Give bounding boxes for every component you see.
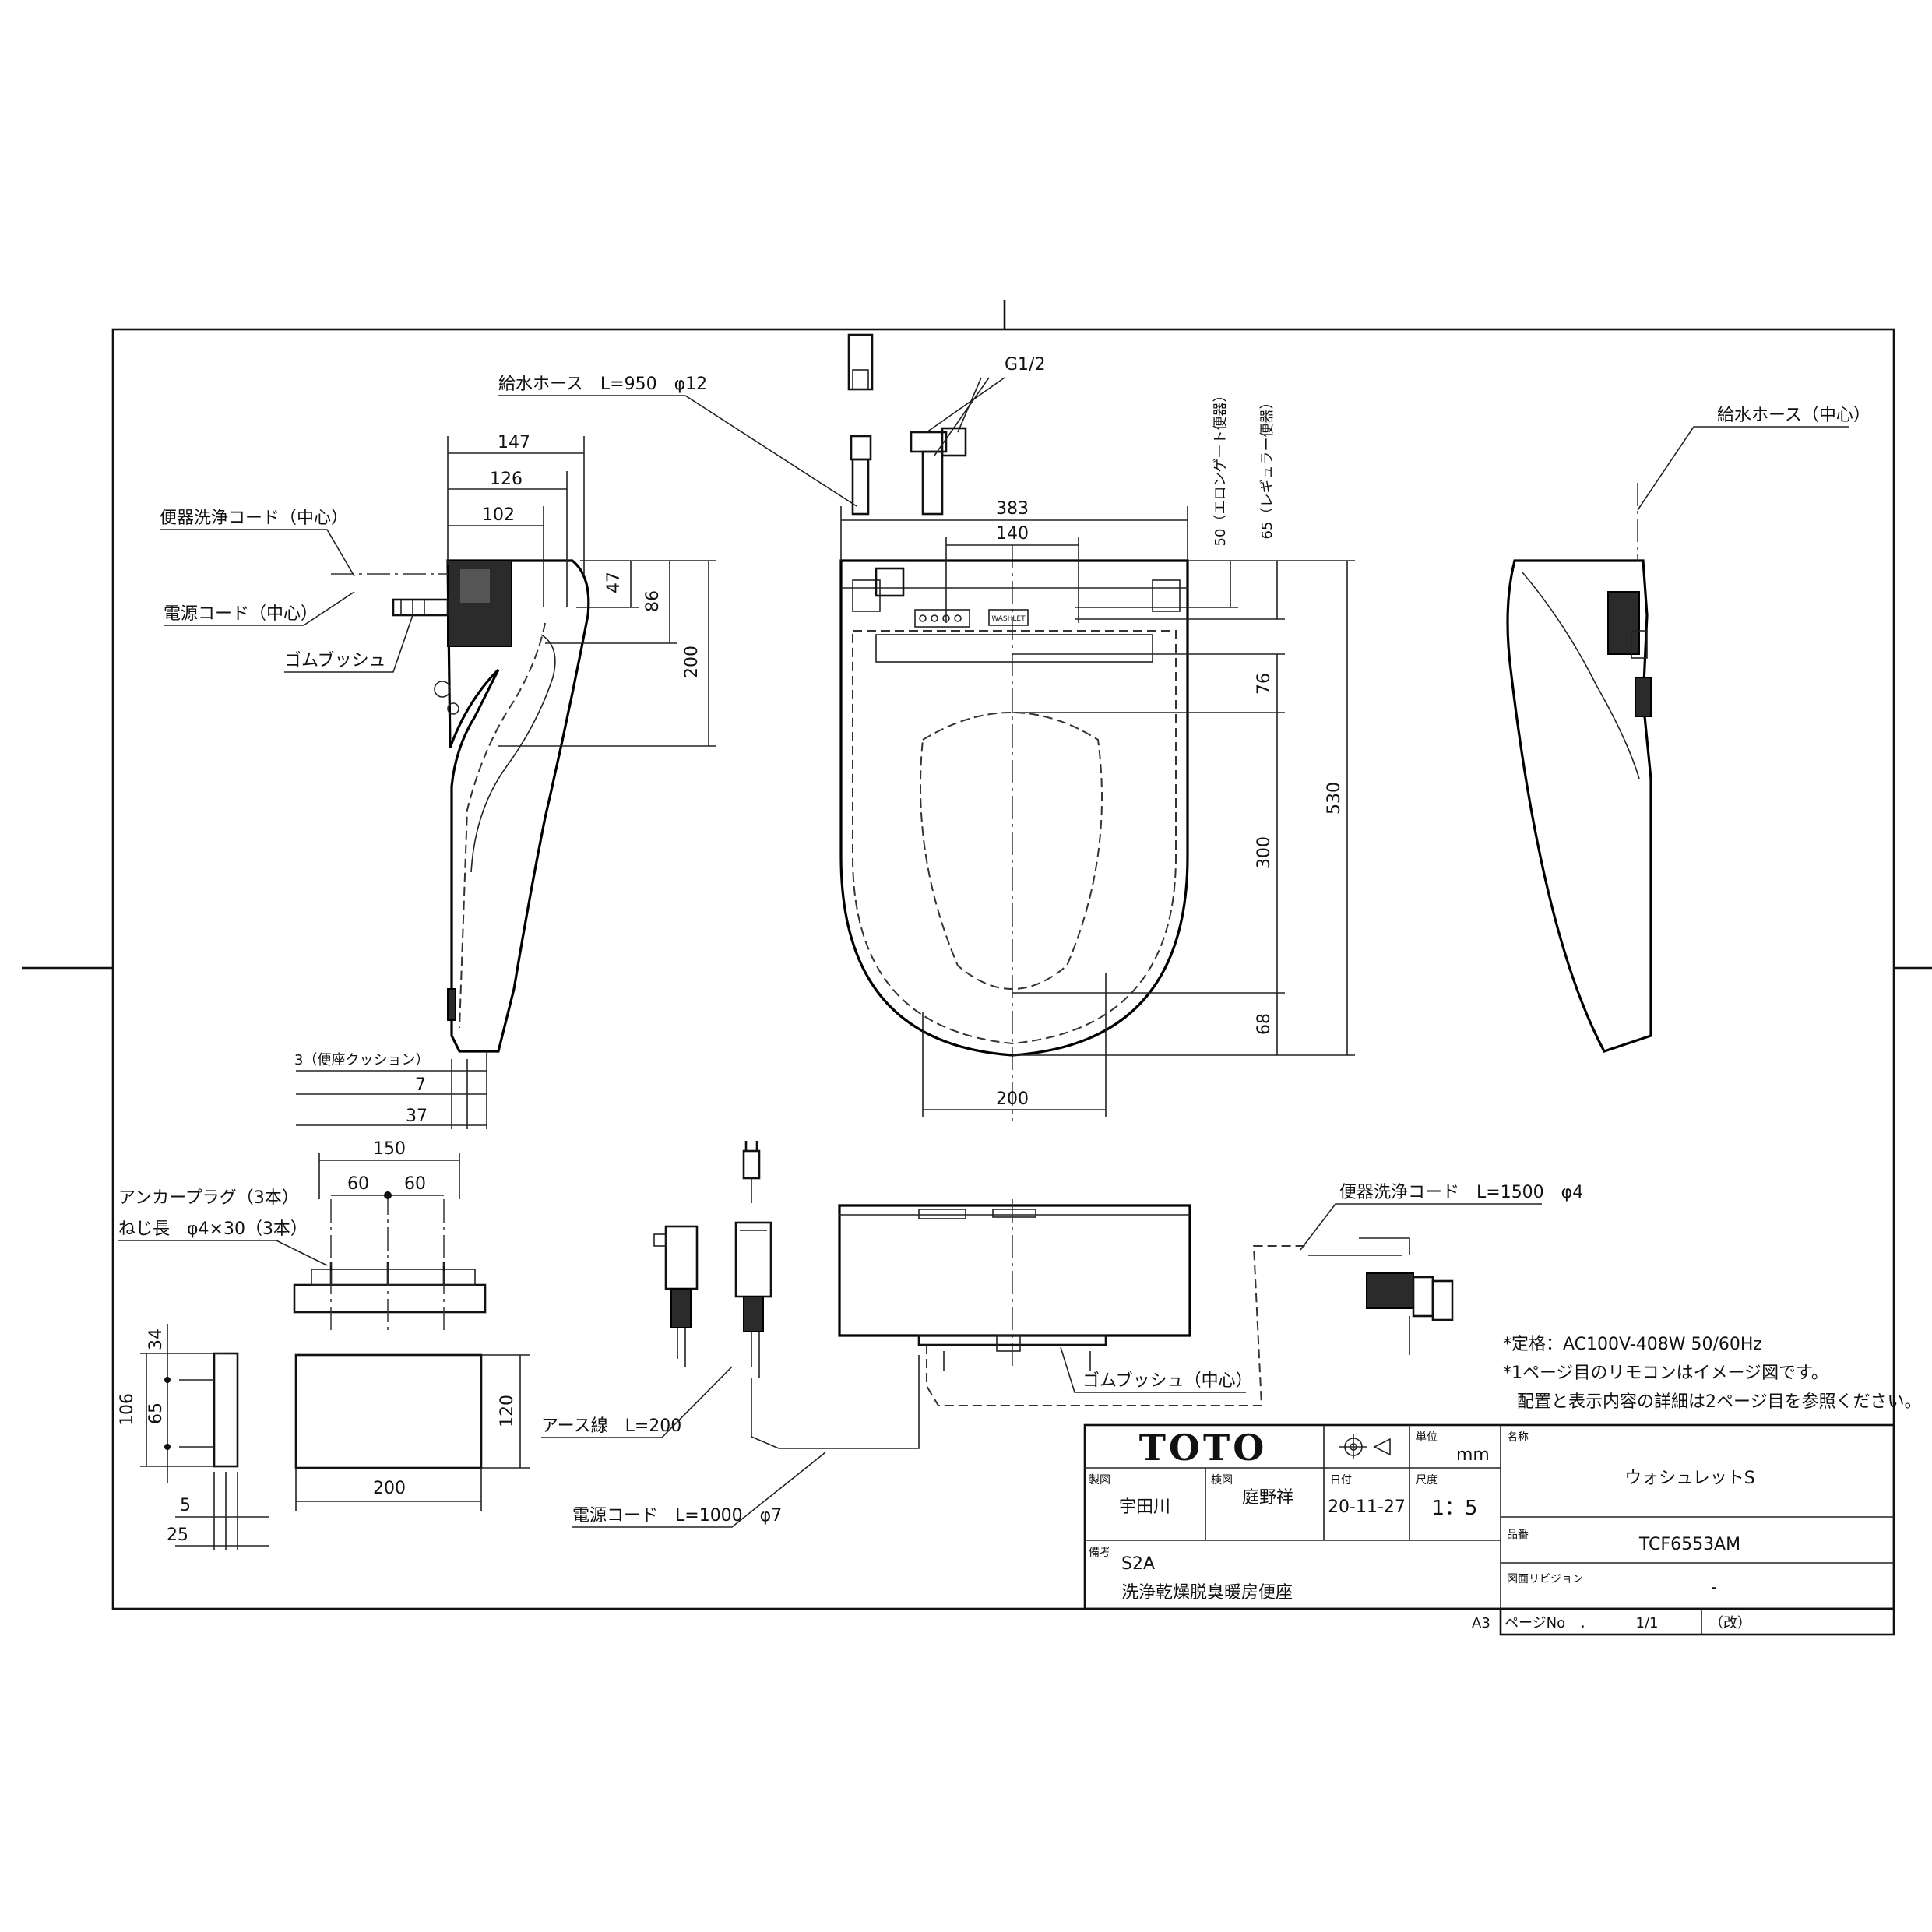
side-view-right: 給水ホース（中心） (1506, 406, 1870, 1053)
remarks-2: 洗浄乾燥脱臭暖房便座 (1121, 1583, 1293, 1603)
wash-cord-center-label: 便器洗浄コード（中心） (160, 509, 348, 528)
notes: *定格：AC100V-408W 50/60Hz *1ページ目のリモコンはイメージ… (1503, 1335, 1922, 1412)
drawing-frame (22, 300, 1932, 1610)
plate-dim-65: 65 (146, 1402, 166, 1424)
side-dim-102: 102 (482, 505, 515, 525)
date-value: 20-11-27 (1328, 1497, 1406, 1517)
top-dim-140: 140 (996, 524, 1029, 544)
remote-badge: WASHLET (991, 615, 1026, 623)
model-label: 品番 (1507, 1529, 1529, 1541)
supply-hose-center-label: 給水ホース（中心） (1717, 406, 1870, 425)
paper-size: A3 (1472, 1615, 1490, 1631)
top-dim-530: 530 (1325, 782, 1344, 815)
side-dim-37: 37 (406, 1107, 428, 1126)
note-rating: *定格：AC100V-408W 50/60Hz (1503, 1335, 1762, 1354)
date-label: 日付 (1330, 1474, 1352, 1487)
brand-logo: TOTO (1139, 1427, 1268, 1469)
title-block: TOTO 単位 mm 名称 ウォシュレットS 製図 宇田川 検図 庭野祥 日付 … (1083, 1423, 1895, 1636)
screw-length-label: ねじ長 φ4×30（3本） (118, 1219, 308, 1239)
drawn-value: 宇田川 (1119, 1497, 1170, 1517)
checked-value: 庭野祥 (1242, 1488, 1293, 1508)
power-cord-center-label: 電源コード（中心） (164, 604, 318, 624)
scale-label: 尺度 (1416, 1474, 1438, 1487)
page-note: （改） (1709, 1615, 1751, 1631)
top-dim-76: 76 (1255, 673, 1274, 695)
top-dim-300: 300 (1255, 836, 1274, 869)
revision-label: 図面リビジョン (1507, 1573, 1583, 1585)
plate-dim-60a: 60 (347, 1174, 369, 1194)
top-dim-200: 200 (996, 1089, 1029, 1109)
page-value: 1/1 (1636, 1615, 1659, 1631)
bowl-wash-cord-label: 便器洗浄コード L=1500 φ4 (1339, 1183, 1583, 1202)
plate-dim-60b: 60 (404, 1174, 426, 1194)
mount-plate: 150 60 60 アンカープラグ（3本） ねじ長 φ4×30（3本） (118, 1139, 487, 1332)
side-dim-126: 126 (490, 470, 523, 489)
elongated-label: 50（エロンゲート便器） (1212, 389, 1229, 547)
plate-dim-25: 25 (167, 1526, 188, 1545)
top-dim-383: 383 (996, 499, 1029, 519)
side-dim-7: 7 (415, 1075, 426, 1095)
box-dim-200: 200 (373, 1479, 406, 1498)
remarks-label: 備考 (1089, 1547, 1110, 1559)
side-dim-86: 86 (643, 590, 663, 612)
power-cord-label: 電源コード L=1000 φ7 (572, 1506, 782, 1526)
projection-symbol (1339, 1434, 1391, 1459)
side-dim-47: 47 (604, 572, 624, 593)
note-remote: *1ページ目のリモコンはイメージ図です。 (1503, 1364, 1828, 1383)
plate-dim-5: 5 (180, 1496, 191, 1515)
scale-value: 1：5 (1431, 1497, 1477, 1520)
top-dim-68: 68 (1255, 1013, 1274, 1035)
revision-value: - (1711, 1578, 1717, 1597)
model-value: TCF6553AM (1638, 1535, 1740, 1554)
plate-dim-106: 106 (118, 1393, 137, 1426)
unit-label: 単位 (1416, 1431, 1438, 1444)
seat-cushion-label: 3（便座クッション） (294, 1052, 429, 1068)
mount-box: 200 120 (294, 1353, 530, 1511)
side-view-left: 147 126 102 47 86 200 3（便座クッション） 7 37 (294, 433, 716, 1129)
top-view-seat: WASHLET 383 140 200 50（エロンゲート便器） 65（レギュラ… (498, 333, 1355, 1121)
regular-label: 65（レギュラー便器） (1259, 396, 1276, 540)
name-value: ウォシュレットS (1624, 1469, 1755, 1488)
earth-wire-label: アース線 L=200 (541, 1416, 681, 1436)
checked-label: 検図 (1211, 1474, 1233, 1487)
side-dim-200: 200 (682, 646, 702, 678)
plate-dim-150: 150 (373, 1139, 406, 1159)
drawn-label: 製図 (1089, 1474, 1110, 1487)
note-detail: 配置と表示内容の詳細は2ページ目を参照ください。 (1517, 1392, 1922, 1412)
plate-dim-34: 34 (146, 1328, 166, 1350)
side-dim-147: 147 (498, 433, 530, 452)
remarks-1: S2A (1121, 1554, 1155, 1574)
name-label: 名称 (1507, 1431, 1529, 1444)
g-half-label: G1/2 (1005, 355, 1045, 375)
box-dim-120: 120 (498, 1395, 517, 1427)
supply-hose-label: 給水ホース L=950 φ12 (498, 375, 707, 394)
page-label: ページNo ． (1504, 1615, 1593, 1631)
mount-plate-side: 34 106 65 5 25 (118, 1324, 269, 1550)
unit-value: mm (1456, 1445, 1490, 1465)
anchor-plug-label: アンカープラグ（3本） (118, 1188, 299, 1208)
power-plugs: アース線 L=200 電源コード L=1000 φ7 (541, 1141, 920, 1528)
side-view-labels: 便器洗浄コード（中心） 電源コード（中心） ゴムブッシュ (160, 509, 413, 673)
rubber-bush-center-label: ゴムブッシュ（中心） (1082, 1371, 1253, 1391)
front-view: ゴムブッシュ（中心） 便器洗浄コード L=1500 φ4 (838, 1183, 1583, 1406)
rubber-bush-label: ゴムブッシュ (284, 651, 386, 670)
